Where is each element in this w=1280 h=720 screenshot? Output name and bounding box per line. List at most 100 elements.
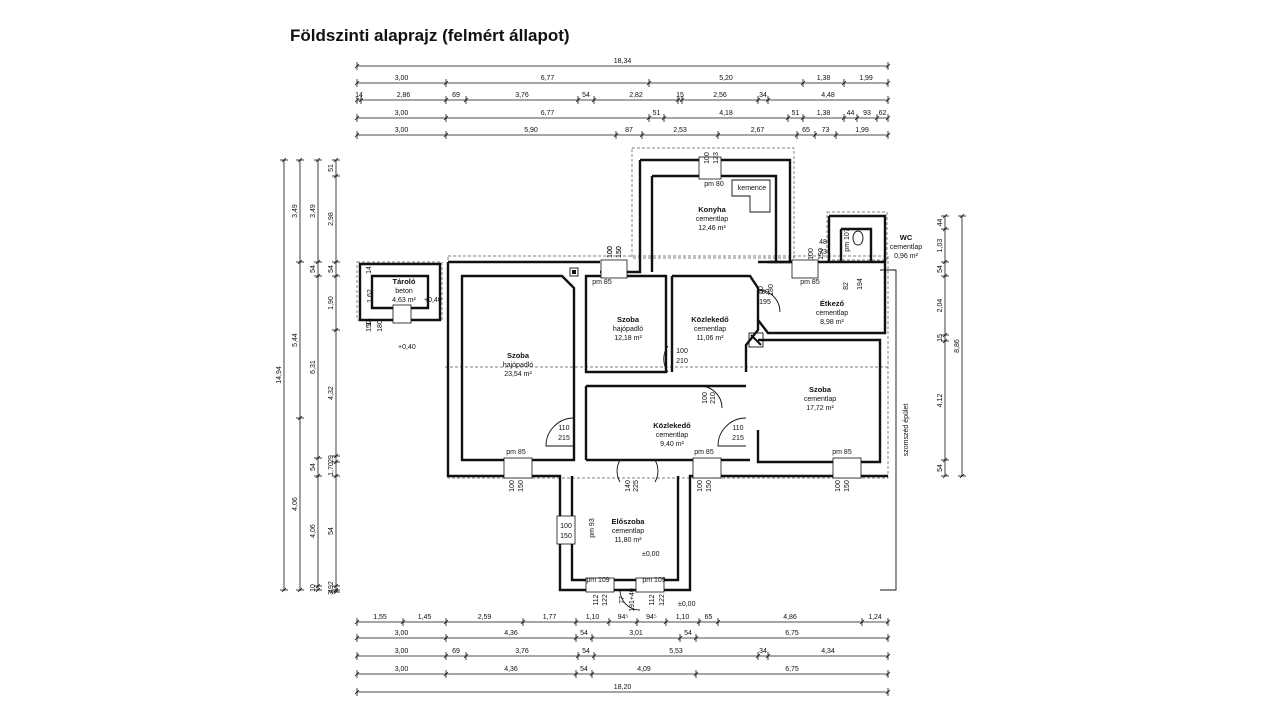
dimension-label: 2,04 xyxy=(937,299,944,313)
dimension-label: 1,55 xyxy=(373,614,387,621)
dimension-label: 14,94 xyxy=(276,366,283,384)
dimension-label: 2,53 xyxy=(673,127,687,134)
room-name: WC xyxy=(900,233,913,242)
dimension-label: 51 xyxy=(328,164,335,172)
opening-label: 60 xyxy=(758,286,765,294)
dimension-label: 2,59 xyxy=(478,614,492,621)
opening-label: pm 93 xyxy=(589,518,596,538)
dimension-label: 18,34 xyxy=(614,58,632,65)
opening-label: 215 xyxy=(732,435,744,442)
dimension-label: 4,34 xyxy=(821,648,835,655)
dimension-label: 2,86 xyxy=(397,92,411,99)
opening-label: 112 xyxy=(649,594,656,605)
dimension-label: 1,90 xyxy=(328,296,335,310)
dimension-label: 54 xyxy=(310,265,317,273)
room-area: 17,72 m² xyxy=(806,405,834,412)
neighbour-building-label: szomszéd épület xyxy=(903,404,910,457)
dimension-label: 2,56 xyxy=(713,92,727,99)
opening-label: 194 xyxy=(857,278,864,290)
dimension-label: 65 xyxy=(802,127,810,134)
dimension-label: 4,06 xyxy=(310,524,317,538)
dimension-label: 51 xyxy=(653,110,661,117)
dimension-label: 54 xyxy=(582,92,590,99)
room-floor: cementlap xyxy=(890,244,922,251)
opening-label: 122 xyxy=(602,594,609,606)
dimension-label: 6,75 xyxy=(785,630,799,637)
dimension-label: 44 xyxy=(847,110,855,117)
page-title: Földszinti alaprajz (felmért állapot) xyxy=(290,26,570,45)
dimension-label: 5,20 xyxy=(719,75,733,82)
dimension-label: 6,77 xyxy=(541,75,555,82)
opening-label: pm 85 xyxy=(592,279,612,286)
dimension-label: 1,99 xyxy=(859,75,873,82)
opening-label: 100 xyxy=(697,480,704,492)
dimension-label: 15 xyxy=(676,92,684,99)
dimension-label: 2,82 xyxy=(629,92,643,99)
doors xyxy=(545,289,781,611)
dimension-label: 1,38 xyxy=(817,110,831,117)
opening-label: pm 80 xyxy=(704,181,724,188)
dimension-label: 3,76 xyxy=(515,648,529,655)
dimension-label: 4 xyxy=(328,589,335,593)
opening-label: 100 xyxy=(560,523,572,530)
dimension-label: 4,12 xyxy=(937,394,944,408)
dimension-label: 29 xyxy=(328,455,335,463)
opening-label: 100 xyxy=(607,246,614,258)
opening-label: 100 xyxy=(607,246,614,258)
dimension-label: 4,86 xyxy=(783,614,797,621)
windows xyxy=(392,156,862,593)
dimension-label: 69 xyxy=(452,92,460,99)
opening-label: 77 xyxy=(619,596,626,604)
dimension-label: 14 xyxy=(355,92,363,99)
opening-label: 195 xyxy=(759,299,771,306)
dimension-label: 5,90 xyxy=(524,127,538,134)
dimension-label: 6,31 xyxy=(310,360,317,374)
dimension-label: 4,48 xyxy=(821,92,835,99)
room-floor: beton xyxy=(395,288,413,295)
opening-label: pm 85 xyxy=(506,449,526,456)
opening-label: 140 xyxy=(625,480,632,492)
opening-label: 150 xyxy=(560,533,572,540)
dimension-label: 54 xyxy=(582,648,590,655)
opening-label: pm 107 xyxy=(844,228,851,251)
dimension-label: 5,44 xyxy=(292,333,299,347)
dimension-label: 15 xyxy=(937,334,944,342)
dimension-label: 54 xyxy=(580,630,588,637)
opening-label: 80 xyxy=(761,289,769,296)
opening-label: 100 xyxy=(676,348,688,355)
room-floor: cementlap xyxy=(804,396,836,403)
room-area: 4,63 m² xyxy=(392,297,416,304)
opening-label: 110 xyxy=(732,425,743,432)
dimension-label: 3,76 xyxy=(515,92,529,99)
opening-label: 122 xyxy=(659,594,666,606)
dimension-label: 10 xyxy=(310,584,317,592)
room-area: 9,40 m² xyxy=(660,441,684,448)
room-area: 8,98 m² xyxy=(820,319,844,326)
room-floor: cementlap xyxy=(694,326,726,333)
dimension-label: 4,36 xyxy=(504,666,518,673)
room-area: 12,46 m² xyxy=(698,225,726,232)
opening-label: 1,62 xyxy=(367,289,374,303)
room-name: Konyha xyxy=(698,205,726,214)
dimension-label: 54 xyxy=(328,527,335,535)
dimension-label: 3,00 xyxy=(395,127,409,134)
dimension-label: 93 xyxy=(863,110,871,117)
opening-label: 215 xyxy=(558,435,570,442)
dimension-label: 1,38 xyxy=(817,75,831,82)
level-entry: ±0,00 xyxy=(678,601,696,608)
dimension-label: 6,77 xyxy=(541,110,555,117)
dimension-label: 6,75 xyxy=(785,666,799,673)
dimension-label: 44 xyxy=(937,219,944,227)
chimney-symbols xyxy=(569,267,764,348)
room-name: Közlekedő xyxy=(653,421,691,430)
dimension-label: 3,01 xyxy=(629,630,643,637)
dimension-label: 3,49 xyxy=(310,204,317,218)
room-floor: cementlap xyxy=(612,528,644,535)
dimension-label: 1,77 xyxy=(543,614,557,621)
opening-label: 150 xyxy=(616,246,623,258)
opening-label: 100 xyxy=(702,392,709,404)
